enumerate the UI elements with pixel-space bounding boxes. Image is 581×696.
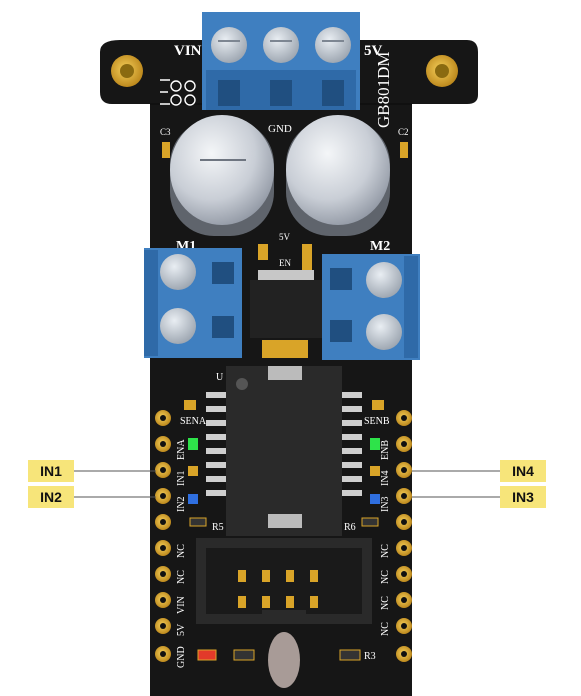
led-in1 [188,466,198,476]
led-in2 [188,494,198,504]
mounting-hole-right [426,55,458,87]
led-enb [370,438,380,450]
pin-label-5v-left: 5V [176,623,187,636]
motor-terminal-m2 [322,254,420,360]
cap-c3 [162,142,170,158]
label-5v-mid: 5V [279,232,291,242]
pin-label-nc-left-1: NC [176,544,187,558]
electrolytic-capacitor-right [286,115,390,236]
callout-in4: IN4 [500,460,546,482]
label-u: U [216,372,224,383]
pin-label-vin-left: VIN [176,596,187,614]
label-m2: M2 [370,239,390,254]
label-en: EN [279,258,291,268]
led-ena [188,438,198,450]
pin-label-in3: IN3 [380,496,391,512]
cap-c2 [400,142,408,158]
voltage-regulator [250,270,322,358]
pin-label-nc-right-3: NC [380,596,391,610]
callout-in1: IN1 [28,460,74,482]
label-gnd-top: GND [268,123,292,135]
mount-slot-bottom [268,632,300,688]
resistor-bottom-1 [233,649,255,661]
jumper-en [302,244,312,270]
led-5v [258,244,268,260]
resistor-sena [184,400,196,410]
resistor-r6 [361,517,379,527]
callout-in2: IN2 [28,486,74,508]
label-r5: R5 [212,522,224,533]
pin-label-nc-right-4: NC [380,622,391,636]
callout-in3: IN3 [500,486,546,508]
label-sena: SENA [180,416,207,427]
resistor-r5 [189,517,207,527]
resistor-senb [372,400,384,410]
pin-label-enb: ENB [380,440,391,460]
pin-label-nc-right-2: NC [380,570,391,584]
pin-label-nc-left-2: NC [176,570,187,584]
resistor-bottom-2 [339,649,361,661]
label-vin-top: VIN [174,43,202,59]
label-c3: C3 [160,127,171,137]
label-senb: SENB [364,416,390,427]
driver-ic [206,366,362,536]
led-in4 [370,466,380,476]
model-label: GB801DM [374,51,393,128]
label-r6: R6 [344,522,356,533]
pin-label-in2: IN2 [176,496,187,512]
led-power-red [197,649,217,661]
pin-label-nc-right-1: NC [380,544,391,558]
logo-icon [160,79,196,106]
led-in3 [370,494,380,504]
mounting-hole-left [111,55,143,87]
box-header-connector [196,538,372,624]
label-r3: R3 [364,651,376,662]
pin-label-gnd-left: GND [176,646,187,668]
pin-label-in4: IN4 [380,470,391,486]
pin-label-in1: IN1 [176,470,187,486]
label-5v-top: 5V [364,43,383,59]
power-terminal-block [202,12,360,110]
electrolytic-capacitor-left [170,115,274,236]
pin-label-ena: ENA [176,439,187,460]
label-c2: C2 [398,127,409,137]
motor-terminal-m1 [144,248,242,358]
